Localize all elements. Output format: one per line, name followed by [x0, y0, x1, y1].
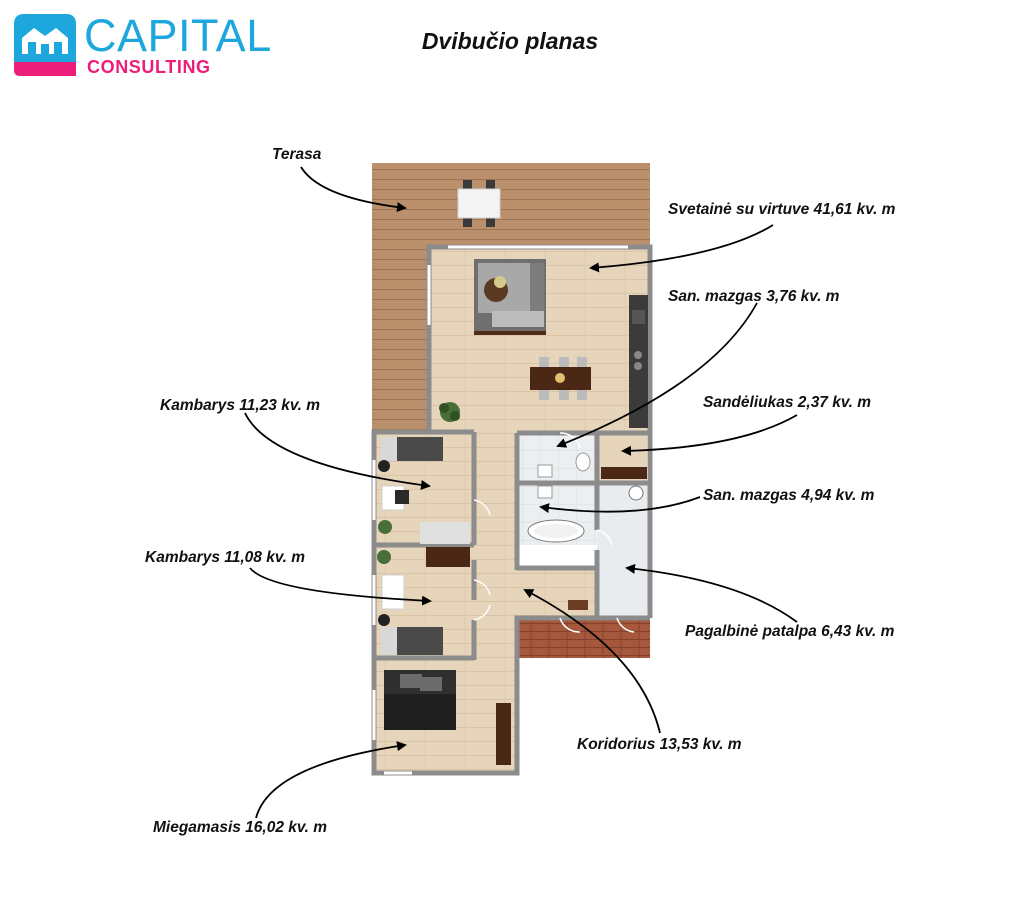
arrow-svetaine — [589, 224, 774, 273]
label-san-mazgas-2: San. mazgas 4,94 kv. m — [703, 487, 875, 504]
arrow-kambarys-1 — [244, 412, 431, 490]
dining-table — [530, 357, 591, 400]
walls — [371, 244, 653, 776]
windows — [372, 245, 628, 775]
label-terasa: Terasa — [272, 146, 322, 163]
leader-arrows — [244, 166, 798, 819]
arrow-sandeliukas — [621, 414, 798, 456]
utility-room-floor — [597, 483, 650, 618]
arrow-miegamasis — [255, 741, 407, 819]
plant-icon — [439, 402, 460, 422]
label-kambarys-1: Kambarys 11,23 kv. m — [160, 397, 320, 414]
label-pagalbine: Pagalbinė patalpa 6,43 kv. m — [685, 623, 895, 640]
page-title: Dvibučio planas — [421, 28, 599, 54]
arrow-terasa — [300, 166, 407, 213]
label-kambarys-2: Kambarys 11,08 kv. m — [145, 549, 305, 566]
arrow-san-mazgas-2 — [539, 496, 701, 513]
doormat — [568, 600, 588, 610]
terrace-deck — [372, 163, 650, 433]
bedroom-2-furniture — [377, 547, 470, 655]
logo-subname: CONSULTING — [87, 57, 211, 77]
label-koridorius: Koridorius 13,53 kv. m — [577, 736, 742, 753]
bathroom-1-fixtures — [537, 452, 591, 478]
label-san-mazgas-1: San. mazgas 3,76 kv. m — [668, 288, 840, 305]
sofa-group — [474, 259, 546, 335]
master-bedroom-furniture — [384, 670, 511, 765]
washer-icon — [628, 485, 644, 501]
entrance-porch — [518, 618, 650, 658]
label-svetaine: Svetainė su virtuve 41,61 kv. m — [668, 201, 896, 218]
arrow-koridorius — [523, 589, 661, 734]
terrace-table — [457, 180, 501, 227]
arrow-san-mazgas-1 — [556, 302, 758, 448]
label-sandeliukas: Sandėliukas 2,37 kv. m — [703, 394, 872, 411]
label-miegamasis: Miegamasis 16,02 kv. m — [153, 819, 328, 836]
kitchen-counter — [629, 295, 648, 428]
bathroom-2-fixtures — [527, 485, 585, 543]
door-swings — [473, 432, 635, 633]
arrow-kambarys-2 — [249, 567, 432, 606]
company-logo: CAPITAL CONSULTING — [14, 12, 284, 78]
arrow-pagalbine — [625, 563, 798, 623]
storage-shelf — [601, 467, 647, 479]
house-logo-icon — [14, 14, 76, 76]
bedroom-1-furniture — [378, 437, 470, 544]
logo-name: CAPITAL — [84, 10, 272, 61]
